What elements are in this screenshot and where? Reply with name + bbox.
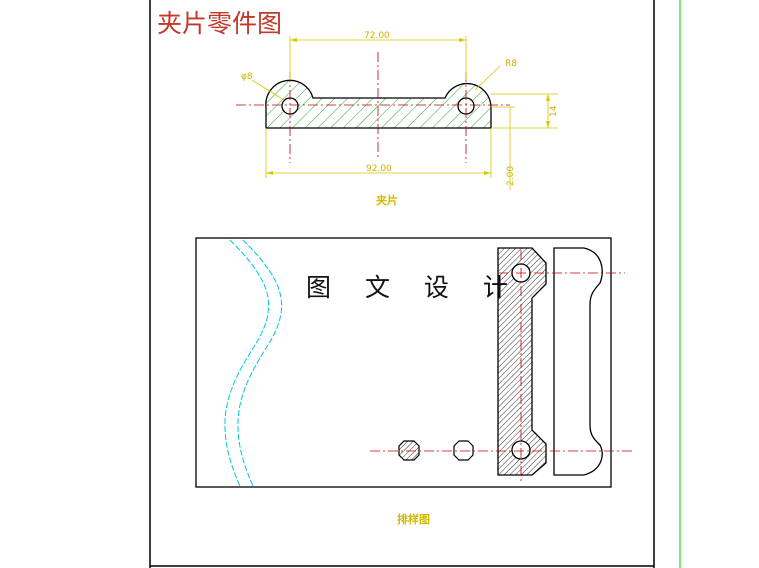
drawing-title: 夹片零件图 xyxy=(157,9,283,38)
dim-top-width: 72.00 xyxy=(364,31,390,41)
part-centerlines xyxy=(236,52,510,163)
layout-panel xyxy=(195,237,632,488)
strip-edge-inner xyxy=(237,239,283,487)
strip-edge-outer xyxy=(224,239,270,487)
layout-centerlines xyxy=(370,250,632,482)
panel-label: 图 文 设 计 xyxy=(306,273,521,302)
part-view: 72.00 φ8 R8 92.00 14 2.00 xyxy=(236,31,559,190)
part-dimension-arrows xyxy=(266,38,550,175)
punched-hole-outline xyxy=(453,440,474,461)
part-outline xyxy=(265,79,492,129)
layout-caption: 排样图 xyxy=(397,513,430,526)
part-caption: 夹片 xyxy=(376,194,398,207)
dim-radius: R8 xyxy=(505,59,517,69)
outline-part xyxy=(553,247,603,476)
layout-frame xyxy=(195,237,612,488)
dim-overall-width: 92.00 xyxy=(366,164,392,174)
dim-hole-dia: φ8 xyxy=(241,72,253,82)
punched-hole-hatched xyxy=(398,440,420,461)
dim-height: 14 xyxy=(549,105,559,117)
dim-offset: 2.00 xyxy=(506,166,516,186)
